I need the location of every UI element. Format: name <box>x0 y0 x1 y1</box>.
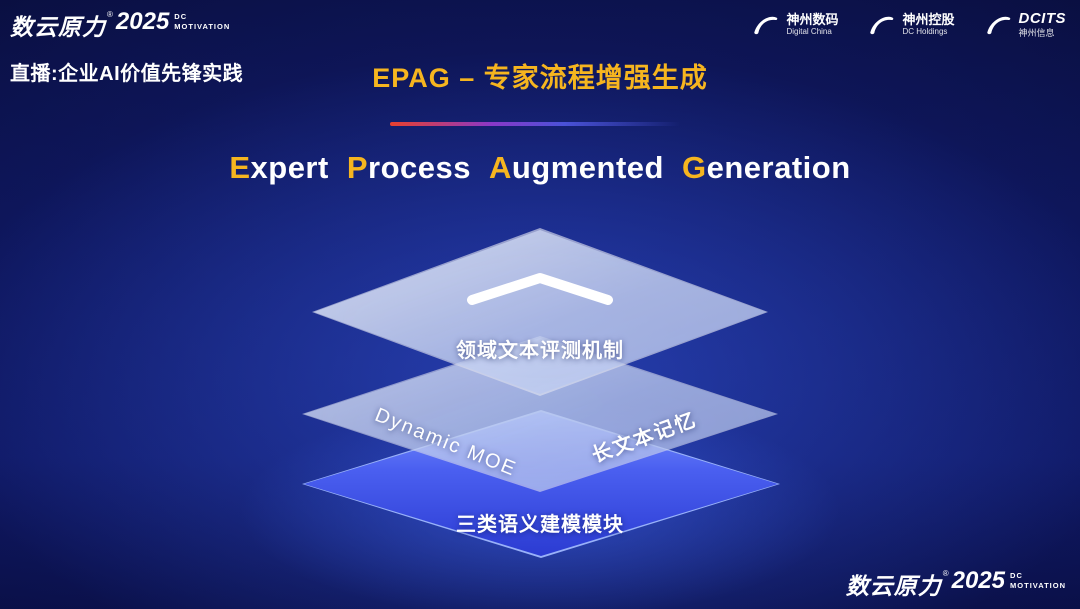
logo-text-dc-holdings: 神州控股 DC Holdings <box>902 12 954 37</box>
dcits-swoosh-icon <box>986 16 1010 35</box>
subtitle-word: Process <box>346 150 471 185</box>
brand-year: 2025 <box>115 8 170 35</box>
brand-tagline: DC MOTIVATION <box>1010 571 1066 591</box>
brand-tagline: DC MOTIVATION <box>174 12 230 32</box>
registered-mark: ® <box>942 569 949 578</box>
brand-logo-top: 数云原力 ® 2025 DC MOTIVATION <box>10 8 230 42</box>
subtitle-expert-process-augmented-generation: Expert Process Augmented Generation <box>0 150 1080 186</box>
dc-holdings-swoosh-icon <box>870 16 894 35</box>
logo-dc-holdings: 神州控股 DC Holdings <box>868 12 955 37</box>
partner-subtitle: Digital China <box>786 27 832 37</box>
partner-name: DCITS <box>1018 10 1066 27</box>
label-top-layer: 领域文本评测机制 <box>456 340 624 362</box>
brand-tag-line1: DC <box>174 12 188 21</box>
partner-logos: 神州数码 Digital China 神州控股 DC Holdings DCIT… <box>752 10 1066 39</box>
logo-dcits: DCITS 神州信息 <box>985 10 1067 39</box>
registered-mark: ® <box>107 10 113 19</box>
gradient-divider <box>390 122 680 126</box>
label-bottom-layer: 三类语义建模模块 <box>456 514 624 536</box>
digital-china-swoosh-icon <box>754 16 778 35</box>
subtitle-word: Generation <box>682 150 851 185</box>
brand-name: 数云原力 <box>10 14 106 40</box>
logo-text-digital-china: 神州数码 Digital China <box>786 12 838 37</box>
layer-top-evaluation <box>312 228 768 396</box>
logo-digital-china: 神州数码 Digital China <box>752 12 838 37</box>
chevron-up-icon <box>467 273 613 305</box>
brand-tag-line2: MOTIVATION <box>1010 580 1066 590</box>
live-stream-label: 直播:企业AI价值先锋实践 <box>10 63 244 85</box>
brand-tag-line2: MOTIVATION <box>174 21 231 31</box>
subtitle-word: Expert <box>229 150 329 185</box>
brand-year: 2025 <box>951 567 1006 594</box>
brand-tag-line1: DC <box>1010 571 1023 580</box>
partner-subtitle: DC Holdings <box>902 27 948 37</box>
partner-name: 神州控股 <box>902 11 955 27</box>
logo-text-dcits: DCITS 神州信息 <box>1019 10 1067 39</box>
brand-logo-bottom: 数云原力 ® 2025 DC MOTIVATION <box>846 567 1066 601</box>
brand-name: 数云原力 <box>845 573 942 599</box>
page-title: EPAG – 专家流程增强生成 <box>372 63 708 93</box>
partner-name: 神州数码 <box>786 11 839 27</box>
partner-subtitle: 神州信息 <box>1018 28 1055 38</box>
subtitle-word: Augmented <box>488 150 664 185</box>
